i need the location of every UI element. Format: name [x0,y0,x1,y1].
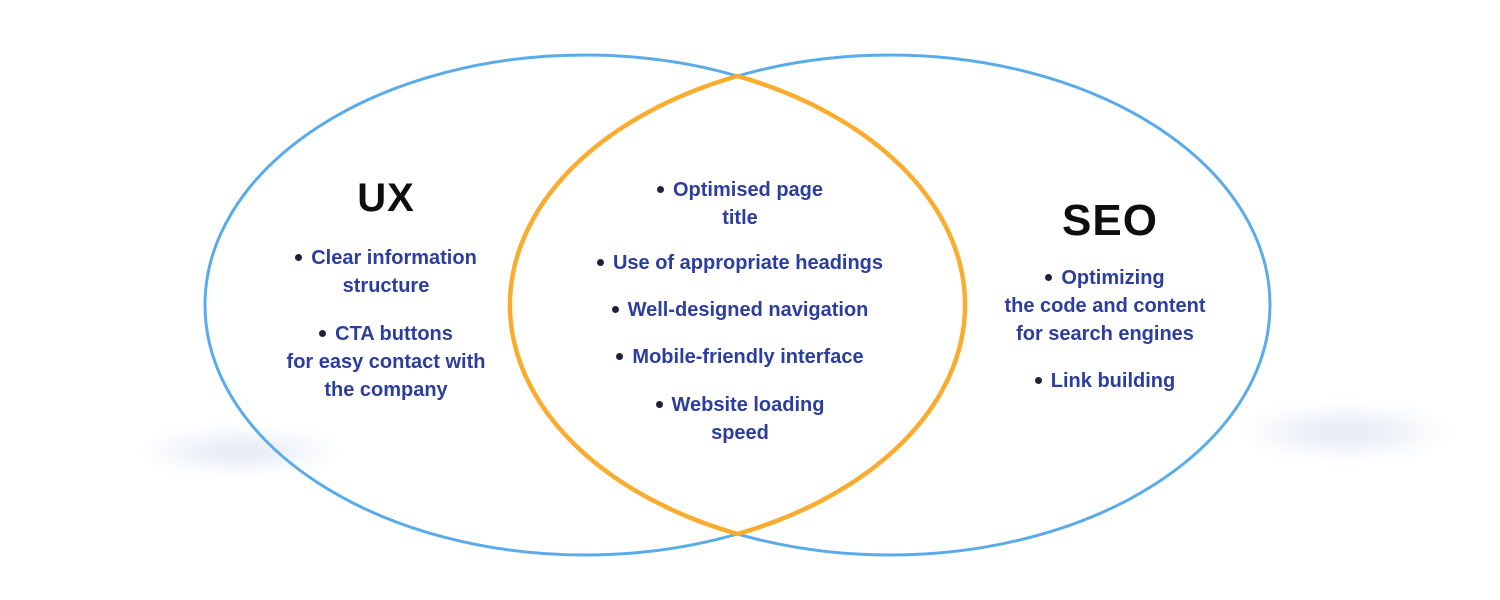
soft-shadow-left [135,425,345,477]
list-item-seo-1: Optimizing the code and content for sear… [950,264,1260,348]
seo-circle-title: SEO [1062,196,1158,245]
item-line: Well-designed navigation [627,299,869,321]
list-item-ux-1: Clear information structure [236,244,536,300]
item-line: Link building [1050,370,1176,392]
list-item-ux-2: CTA buttons for easy contact with the co… [236,320,536,404]
bullet-icon [656,186,664,193]
item-line: Optimizing [1061,267,1165,289]
item-line: CTA buttons [335,323,453,345]
bullet-icon [319,330,327,337]
item-line: title [722,207,758,229]
item-line: the code and content [1004,295,1206,317]
ux-circle-title: UX [357,176,415,220]
list-item-shared-3: Well-designed navigation [560,296,920,324]
list-item-seo-2: Link building [950,367,1260,395]
bullet-icon [611,306,619,313]
item-line: structure [342,275,430,297]
item-line: Website loading [671,394,825,416]
bullet-icon [655,401,663,408]
item-line: Mobile-friendly interface [632,346,864,368]
list-item-shared-5: Website loading speed [560,391,920,447]
bullet-icon [616,353,624,360]
list-item-shared-1: Optimised page title [560,176,920,232]
bullet-icon [596,259,604,266]
item-line: the company [324,379,448,401]
item-line: speed [711,422,769,444]
list-item-shared-4: Mobile-friendly interface [560,343,920,371]
bullet-icon [295,254,303,261]
bullet-icon [1045,274,1053,281]
item-line: Clear information [311,247,477,269]
bullet-icon [1034,377,1042,384]
item-line: Optimised page [672,179,824,201]
intersection-outline [507,73,968,537]
item-line: Use of appropriate headings [612,252,884,274]
item-line: for easy contact with [286,351,486,373]
soft-shadow-right [1235,402,1455,462]
list-item-shared-2: Use of appropriate headings [560,249,920,277]
item-line: for search engines [1016,323,1194,345]
